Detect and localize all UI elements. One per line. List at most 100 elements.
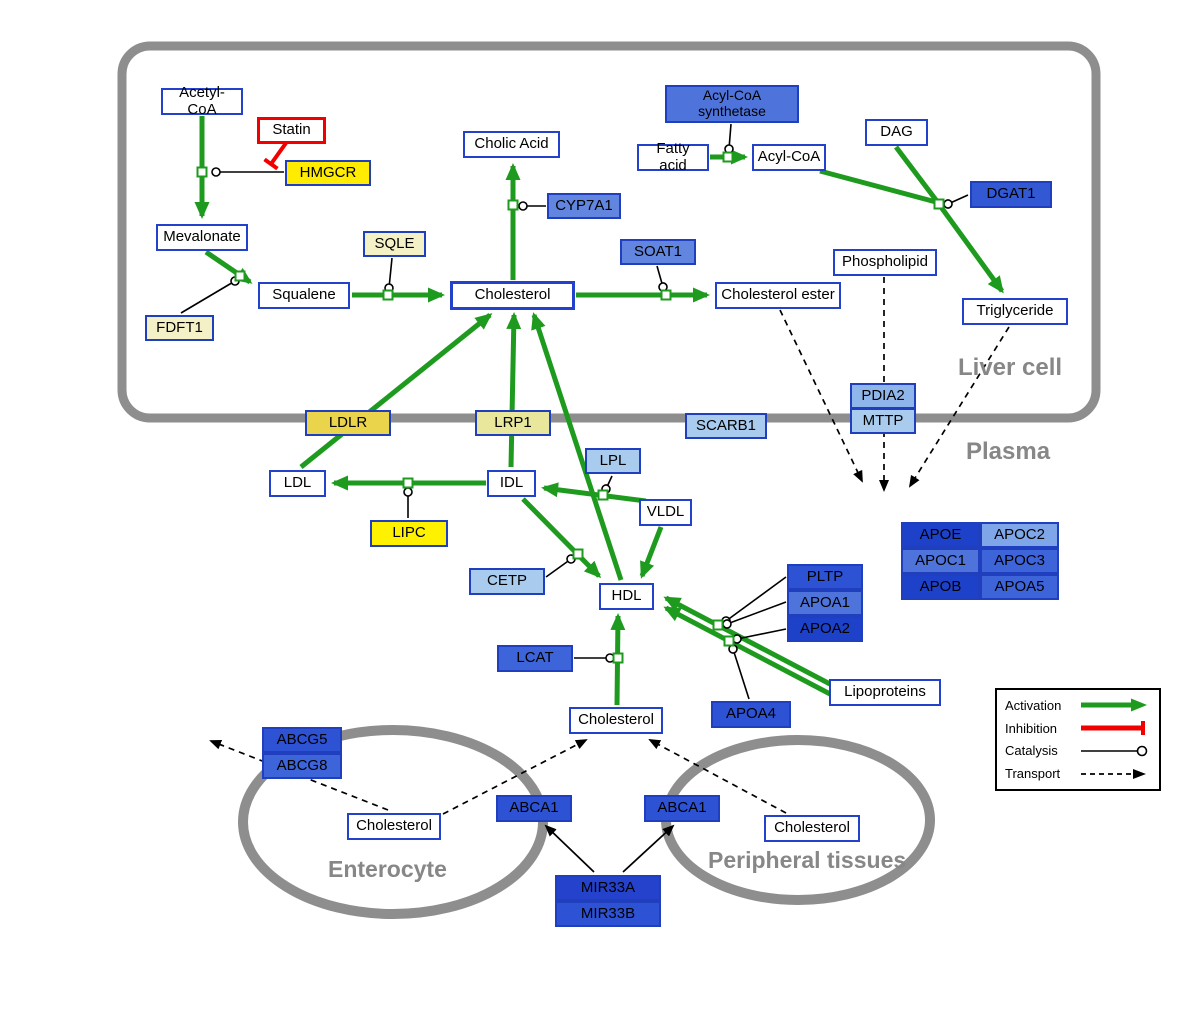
node-statin[interactable]: Statin (257, 117, 326, 144)
node-scarb1[interactable]: SCARB1 (685, 413, 767, 439)
node-acyl-coa-synthetase[interactable]: Acyl-CoA synthetase (665, 85, 799, 123)
enterocyte-membrane (238, 725, 548, 919)
edge-statin-inhibits-hmgcr (263, 141, 288, 171)
node-apoa1[interactable]: APOA1 (787, 590, 863, 616)
edge-vldl-to-idl (541, 482, 647, 504)
legend-transport-label: Transport (1005, 766, 1061, 782)
legend: Activation Inhibition Catalysis Transpor… (995, 688, 1161, 791)
catalysis-apoa4 (728, 644, 750, 700)
node-vldl[interactable]: VLDL (639, 499, 692, 526)
reaction-square-apoa2-apoa4 (723, 635, 735, 647)
peripheral-tissues-label: Peripheral tissues (708, 847, 907, 873)
edge-lipoproteins-to-hdl-upper (663, 595, 832, 687)
legend-transport-row: Transport (1005, 764, 1151, 784)
node-lrp1[interactable]: LRP1 (475, 410, 551, 436)
edge-ldl-to-cholesterol-via-ldlr (299, 313, 493, 469)
node-squalene[interactable]: Squalene (258, 282, 350, 309)
node-cholesterol-ester[interactable]: Cholesterol ester (715, 282, 841, 309)
edge-hdl-to-cholesterol-via-scarb1 (531, 312, 624, 581)
node-abca1-enterocyte[interactable]: ABCA1 (496, 795, 572, 822)
reaction-square-pltp-apoa1 (712, 619, 724, 631)
node-phospholipid[interactable]: Phospholipid (833, 249, 937, 276)
node-hdl[interactable]: HDL (599, 583, 654, 610)
node-cholesterol-peripheral[interactable]: Cholesterol (764, 815, 860, 842)
transport-triglyceride-to-mttp (908, 326, 1010, 488)
node-cholic-acid[interactable]: Cholic Acid (463, 131, 560, 158)
catalysis-apoa2 (732, 628, 787, 644)
node-fatty-acid[interactable]: Fatty acid (637, 140, 709, 173)
node-mir33a[interactable]: MIR33A (555, 875, 661, 901)
node-hmgcr[interactable]: HMGCR (285, 160, 371, 186)
catalysis-dgat1 (943, 194, 969, 209)
node-apoc2[interactable]: APOC2 (980, 522, 1059, 548)
reaction-square-acylcoa-synthetase (722, 151, 734, 163)
reaction-square-soat1 (660, 289, 672, 301)
reaction-square-dgat1 (933, 198, 945, 210)
node-mttp[interactable]: MTTP (850, 408, 916, 434)
node-mevalonate[interactable]: Mevalonate (156, 224, 248, 251)
catalysis-circle-icon (1081, 745, 1148, 757)
node-cetp[interactable]: CETP (469, 568, 545, 595)
node-apoa4[interactable]: APOA4 (711, 701, 791, 728)
node-ldl[interactable]: LDL (269, 470, 326, 497)
transport-enterocyte-to-plasma-cholesterol (442, 739, 588, 815)
edge-lipoproteins-to-hdl-lower (663, 605, 834, 698)
catalysis-acylcoa-synthetase (724, 123, 734, 154)
node-abcg8[interactable]: ABCG8 (262, 753, 342, 779)
reaction-square-fdft1 (234, 270, 246, 282)
node-lpl[interactable]: LPL (585, 448, 641, 474)
node-cyp7a1[interactable]: CYP7A1 (547, 193, 621, 219)
edge-acylcoa-to-dgat1-junction (819, 168, 937, 205)
node-cholesterol-liver[interactable]: Cholesterol (450, 281, 575, 310)
node-lcat[interactable]: LCAT (497, 645, 573, 672)
node-ldlr[interactable]: LDLR (305, 410, 391, 436)
edge-dag-to-dgat1-junction (894, 145, 938, 202)
transport-dashed-arrow-icon (1081, 768, 1146, 779)
legend-activation-label: Activation (1005, 697, 1062, 713)
catalysis-apoa1 (722, 601, 787, 629)
catalysis-pltp (721, 576, 787, 626)
edge-dgat1-junction-to-triglyceride (938, 205, 1005, 294)
node-dgat1[interactable]: DGAT1 (970, 181, 1052, 208)
edge-idl-to-hdl-via-cetp (521, 497, 602, 579)
node-acetyl-coa[interactable]: Acetyl-CoA (161, 84, 243, 117)
node-lipoproteins[interactable]: Lipoproteins (829, 679, 941, 706)
node-lipc[interactable]: LIPC (370, 520, 448, 547)
node-cholesterol-plasma[interactable]: Cholesterol (569, 707, 663, 734)
node-apoc3[interactable]: APOC3 (980, 548, 1059, 574)
node-mir33b[interactable]: MIR33B (555, 901, 661, 927)
legend-activation-row: Activation (1005, 695, 1151, 715)
node-apoc1[interactable]: APOC1 (901, 548, 980, 574)
edge-vldl-to-hdl (639, 526, 664, 579)
node-dag[interactable]: DAG (865, 119, 928, 146)
node-acyl-coa[interactable]: Acyl-CoA (752, 144, 826, 171)
node-abca1-peripheral[interactable]: ABCA1 (644, 795, 720, 822)
catalysis-fdft1 (180, 276, 240, 314)
node-pltp[interactable]: PLTP (787, 564, 863, 590)
node-apoa5[interactable]: APOA5 (980, 574, 1059, 600)
node-apob[interactable]: APOB (901, 574, 980, 600)
node-apoe[interactable]: APOE (901, 522, 980, 548)
node-pdia2[interactable]: PDIA2 (850, 383, 916, 409)
edge-idl-to-cholesterol-via-lrp1 (506, 312, 522, 468)
enterocyte-label: Enterocyte (328, 856, 447, 882)
catalysis-lpl (601, 475, 613, 494)
node-soat1[interactable]: SOAT1 (620, 239, 696, 265)
liver-cell-membrane (117, 41, 1101, 423)
node-triglyceride[interactable]: Triglyceride (962, 298, 1068, 325)
reaction-square-lipc (402, 477, 414, 489)
node-fdft1[interactable]: FDFT1 (145, 315, 214, 341)
reaction-square-cetp (572, 548, 584, 560)
edge-mir33-to-abca1-enterocyte (544, 824, 595, 873)
catalysis-sqle (384, 257, 394, 293)
liver-cell-label: Liver cell (958, 354, 1063, 381)
node-abcg5[interactable]: ABCG5 (262, 727, 342, 753)
reaction-square-lpl (597, 489, 609, 501)
node-sqle[interactable]: SQLE (363, 231, 426, 257)
transport-cholesterolester-to-mttp (779, 309, 863, 483)
node-cholesterol-enterocyte[interactable]: Cholesterol (347, 813, 441, 840)
legend-catalysis-row: Catalysis (1005, 741, 1151, 761)
node-apoa2[interactable]: APOA2 (787, 616, 863, 642)
node-idl[interactable]: IDL (487, 470, 536, 497)
